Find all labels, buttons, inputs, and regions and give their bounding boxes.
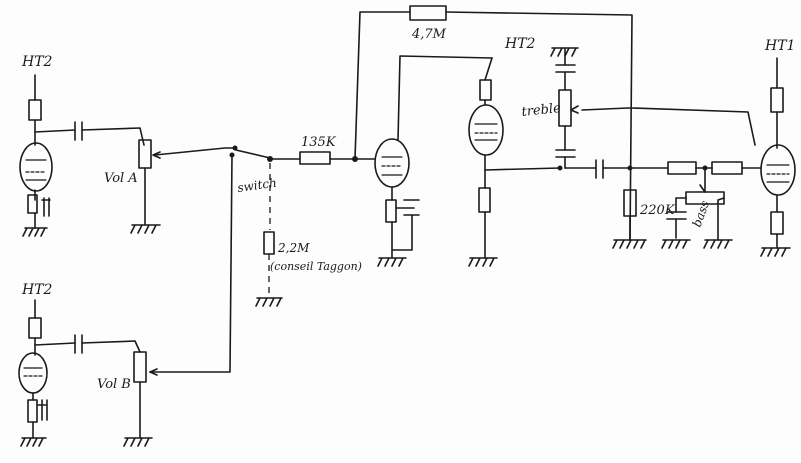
- plate-resistor-b: [28, 317, 42, 339]
- tube-4: [760, 144, 796, 196]
- ground-stage-4: [760, 247, 791, 257]
- plate-resistor-a: [28, 99, 42, 121]
- resistor-135k: [299, 151, 331, 165]
- tube-2: [374, 138, 410, 188]
- pot-vol-a: [138, 139, 152, 169]
- input-switch: [229, 145, 376, 307]
- tube-b: [18, 352, 48, 394]
- ground-a: [22, 227, 48, 237]
- resistor-4m7: [409, 5, 447, 21]
- tube-3: [468, 104, 504, 156]
- tone-stack: [564, 159, 761, 249]
- stage-b: [18, 154, 233, 447]
- ground-220k: [612, 239, 647, 249]
- label-2m2: 2,2M: [277, 241, 310, 255]
- label-220k: 220K: [639, 203, 676, 218]
- cathode-resistor-3: [478, 187, 491, 213]
- label-ht2-bottom: HT2: [21, 282, 53, 298]
- resistor-tone-1: [667, 161, 697, 175]
- stage-a: [19, 74, 236, 237]
- label-switch: switch: [236, 176, 277, 195]
- label-ht2-top: HT2: [21, 54, 53, 70]
- label-treble: treble: [521, 101, 562, 120]
- cathode-resistor-2: [385, 199, 397, 223]
- ground-vol-a: [130, 224, 161, 234]
- label-2m2-note: (conseil Taggon): [270, 260, 362, 273]
- plate-resistor-3: [479, 79, 492, 101]
- stage-2: [374, 55, 493, 267]
- ground-vol-b: [123, 437, 153, 447]
- label-ht1: HT1: [764, 38, 795, 54]
- resistor-tone-2: [711, 161, 743, 175]
- ground-bass-cap: [661, 239, 691, 249]
- label-vol-a: Vol A: [104, 171, 138, 186]
- label-ht2-middle: HT2: [504, 36, 536, 52]
- cathode-resistor-4: [770, 211, 784, 235]
- label-4m7: 4,7M: [411, 27, 447, 42]
- plate-resistor-4: [770, 87, 784, 113]
- tube-a: [19, 142, 53, 192]
- ground-stage-2: [377, 257, 407, 267]
- pot-vol-b: [133, 351, 147, 383]
- label-vol-b: Vol B: [97, 377, 131, 392]
- cathode-resistor-b: [27, 399, 38, 423]
- ground-stage-3: [468, 257, 498, 267]
- treble-control: [550, 47, 756, 169]
- ground-b: [20, 437, 47, 447]
- cathode-resistor-a: [27, 194, 38, 214]
- pot-treble: [558, 89, 572, 127]
- ground-bass: [703, 239, 733, 249]
- stage-3: [468, 57, 563, 267]
- ground-2m2: [255, 297, 283, 307]
- label-135k: 135K: [301, 135, 337, 150]
- resistor-2m2: [263, 231, 275, 255]
- stage-4: [760, 57, 796, 257]
- feedback-path: [354, 5, 633, 241]
